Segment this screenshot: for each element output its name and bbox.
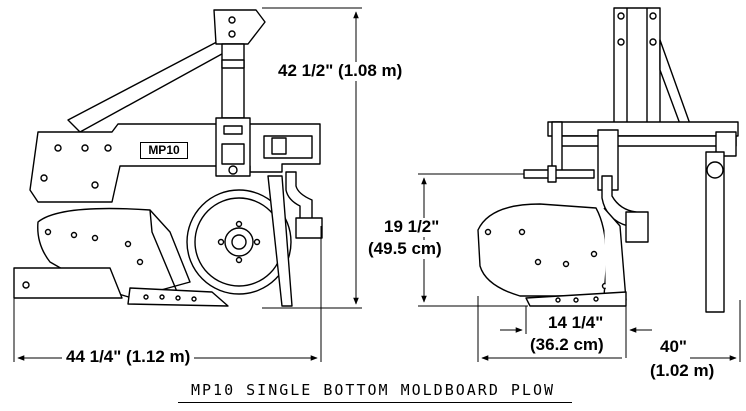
cut-width-label-line1: 14 1/4" (548, 313, 604, 333)
caption-underline (178, 402, 572, 403)
hitch-height-label-line2: (49.5 cm) (368, 239, 442, 259)
length-dimension-label: 44 1/4" (1.12 m) (62, 347, 195, 367)
diagram-caption: MP10 SINGLE BOTTOM MOLDBOARD PLOW (190, 381, 555, 399)
gauge-leg (705, 151, 725, 313)
side-view (13, 9, 323, 307)
mast-post (221, 43, 245, 119)
diagonal-brace (67, 33, 241, 133)
hitch-height-label-line1: 19 1/2" (384, 217, 440, 237)
rear-mast (613, 7, 661, 125)
rear-width-label-line1: 40" (660, 337, 687, 357)
landside (13, 267, 123, 299)
hitch-pin (523, 169, 595, 179)
cut-width-label-line2: (36.2 cm) (530, 335, 604, 355)
rear-width-label-line2: (1.02 m) (650, 361, 715, 381)
height-dimension-label: 42 1/2" (1.08 m) (278, 61, 403, 81)
rear-moldboard (477, 203, 607, 297)
model-plate: MP10 (140, 142, 188, 159)
standard (267, 175, 293, 307)
rear-view (477, 7, 739, 313)
coulter-arm (285, 171, 313, 221)
top-mast (213, 9, 266, 45)
rear-toolbar (547, 121, 739, 137)
